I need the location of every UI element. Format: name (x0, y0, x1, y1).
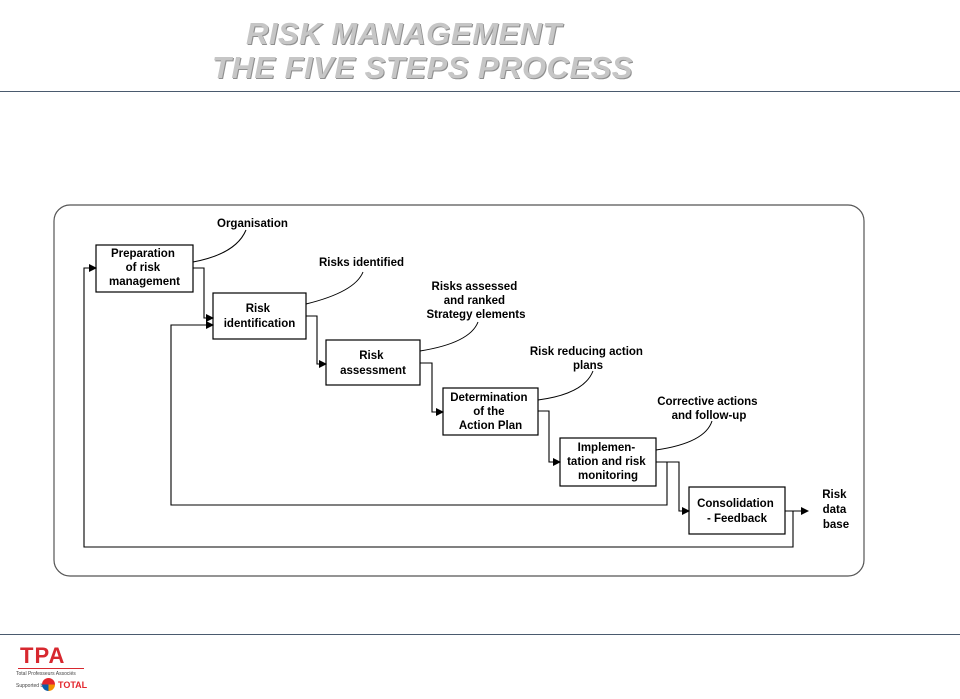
label-preparation: Preparation of risk management (109, 248, 180, 288)
arrow-impl-to-consol (656, 461, 690, 515)
note-risk-reducing: Risk reducing action plans (530, 346, 646, 372)
label-consolidation: Consolidation - Feedback (697, 498, 777, 525)
arrow-ident-to-assess (306, 315, 327, 368)
note-risk-reducing-line: plans (573, 360, 603, 372)
tpa-logo: TPA Total Professeurs Associés Supported… (14, 643, 94, 693)
label-risk-database-line: base (823, 519, 849, 531)
note-risk-reducing-line: Risk reducing action (530, 346, 643, 358)
label-action-plan-line: Determination (450, 392, 527, 404)
note-risks-assessed-line: and ranked (444, 295, 505, 307)
label-implementation-line: monitoring (578, 470, 638, 482)
arrow-plan-to-impl (538, 410, 561, 466)
label-risk-database-line: Risk (822, 489, 847, 501)
logo-underline (18, 668, 84, 669)
logo-supported-by: Supported by (16, 683, 46, 689)
label-preparation-line: management (109, 276, 180, 288)
note-risks-assessed-line: Risks assessed (432, 281, 518, 293)
box-assessment (325, 339, 421, 386)
box-implementation (559, 437, 657, 487)
label-action-plan: Determination of the Action Plan (450, 392, 531, 432)
note-risks-assessed: Risks assessed and ranked Strategy eleme… (426, 281, 525, 321)
note-risks-identified-line: Risks identified (319, 257, 404, 269)
arrow-prep-to-ident (193, 267, 214, 322)
leader-risks-identified (305, 271, 364, 305)
note-corrective-line: Corrective actions (657, 396, 757, 408)
box-identification (212, 292, 307, 340)
title-line-2: THE FIVE STEPS PROCESS (212, 50, 633, 85)
label-consolidation-line: - Feedback (707, 513, 768, 525)
leader-risks-assessed (419, 321, 479, 352)
label-implementation: Implemen- tation and risk monitoring (567, 442, 649, 482)
logo-total-text: TOTAL (58, 680, 88, 690)
logo-tpa-text: TPA (20, 643, 66, 668)
label-assessment: Risk assessment (340, 350, 406, 377)
arrow-assess-to-plan (420, 362, 444, 416)
leader-corrective (655, 420, 713, 451)
label-implementation-line: tation and risk (567, 456, 646, 468)
note-organisation: Organisation (217, 218, 288, 230)
feedback-loop-outer (83, 264, 794, 548)
footer-divider (0, 634, 960, 635)
process-diagram: Preparation of risk management Risk iden… (53, 204, 865, 577)
diagram-frame (53, 204, 865, 577)
note-risks-assessed-line: Strategy elements (426, 309, 525, 321)
leader-risk-reducing (537, 370, 594, 401)
label-consolidation-line: Consolidation (697, 498, 774, 510)
label-assessment-line: Risk (359, 350, 384, 362)
note-risks-identified: Risks identified (319, 257, 404, 269)
label-assessment-line: assessment (340, 365, 406, 377)
label-preparation-line: Preparation (111, 248, 175, 260)
label-identification: Risk identification (224, 303, 296, 330)
label-action-plan-line: of the (473, 406, 504, 418)
feedback-loop-inner (170, 321, 668, 506)
leader-organisation (192, 229, 247, 263)
label-identification-line: Risk (246, 303, 271, 315)
label-action-plan-line: Action Plan (459, 420, 522, 432)
label-identification-line: identification (224, 318, 296, 330)
box-consolidation (688, 486, 786, 535)
note-organisation-line: Organisation (217, 218, 288, 230)
box-action-plan (442, 387, 539, 436)
label-preparation-line: of risk (126, 262, 161, 274)
note-corrective-line: and follow-up (672, 410, 747, 422)
logo-subtitle: Total Professeurs Associés (16, 671, 76, 677)
note-corrective: Corrective actions and follow-up (657, 396, 761, 422)
total-logo-icon (42, 678, 55, 691)
header-divider (0, 91, 960, 92)
label-risk-database: Risk data base (822, 489, 850, 531)
label-implementation-line: Implemen- (578, 442, 636, 454)
label-risk-database-line: data (823, 504, 847, 516)
title-line-1: RISK MANAGEMENT (246, 16, 562, 51)
